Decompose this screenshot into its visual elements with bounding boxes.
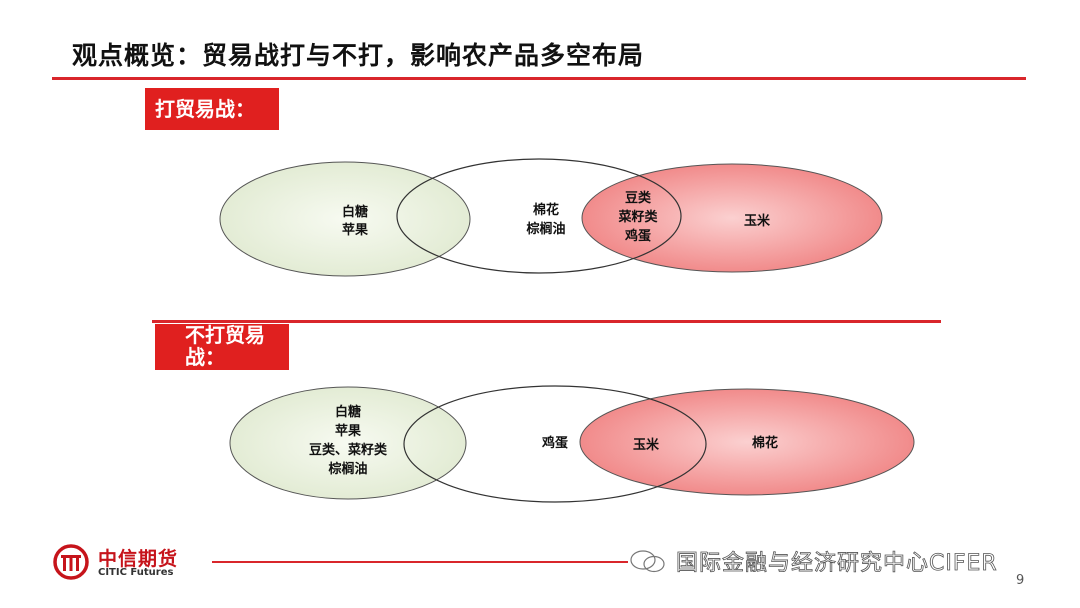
logo-chinese-name: 中信期货 xyxy=(98,548,179,570)
s1-right-label-1: 玉米 xyxy=(744,213,771,229)
s2-middle-label-1: 鸡蛋 xyxy=(541,435,568,451)
s2-left-circle xyxy=(229,386,467,500)
s2-right-label-1: 棉花 xyxy=(752,435,778,451)
footer-divider xyxy=(212,561,628,563)
s1-overlap-label-2: 菜籽类 xyxy=(617,209,658,225)
wechat-icon xyxy=(630,550,665,573)
scenario-2-tag: 不打贸易 战： xyxy=(155,324,289,370)
company-logo: 中信期货 CITIC Futures xyxy=(52,543,202,583)
s1-right-circle xyxy=(581,163,883,273)
page-title: 观点概览：贸易战打与不打，影响农产品多空布局 xyxy=(72,41,645,70)
s1-middle-label-1: 棉花 xyxy=(533,202,559,218)
scenario-2-tag-line1: 不打贸易 xyxy=(185,324,265,347)
s1-middle-label-2: 棕榈油 xyxy=(525,221,565,237)
s2-middle-circle xyxy=(403,385,707,503)
venn-scenario-2: 白糖 苹果 豆类、菜籽类 棕榈油 鸡蛋 玉米 棉花 xyxy=(229,385,915,503)
s2-left-label-3: 豆类、菜籽类 xyxy=(309,442,388,458)
s1-middle-circle xyxy=(396,158,682,274)
section-divider xyxy=(152,320,941,323)
s1-left-label-2: 苹果 xyxy=(342,222,368,238)
s2-left-label-4: 棕榈油 xyxy=(327,461,367,477)
s1-overlap-label-1: 豆类 xyxy=(625,190,652,206)
logo-english-name: CITIC Futures xyxy=(98,567,174,578)
s2-left-label-1: 白糖 xyxy=(335,404,361,420)
s2-overlap-label-1: 玉米 xyxy=(633,437,660,453)
page-number: 9 xyxy=(1016,573,1025,588)
s2-right-circle xyxy=(579,388,915,496)
s1-left-circle xyxy=(219,161,471,277)
scenario-1-tag: 打贸易战： xyxy=(145,88,279,130)
venn-scenario-1: 白糖 苹果 棉花 棕榈油 豆类 菜籽类 鸡蛋 玉米 xyxy=(219,158,883,277)
scenario-2-tag-line2: 战： xyxy=(185,345,225,369)
s2-left-label-2: 苹果 xyxy=(335,423,361,439)
watermark-text: 国际金融与经济研究中心CIFER xyxy=(676,551,998,577)
citic-logo-icon xyxy=(53,544,89,580)
s1-left-label-1: 白糖 xyxy=(342,204,368,220)
title-divider xyxy=(52,77,1026,80)
s1-overlap-label-3: 鸡蛋 xyxy=(624,228,651,244)
